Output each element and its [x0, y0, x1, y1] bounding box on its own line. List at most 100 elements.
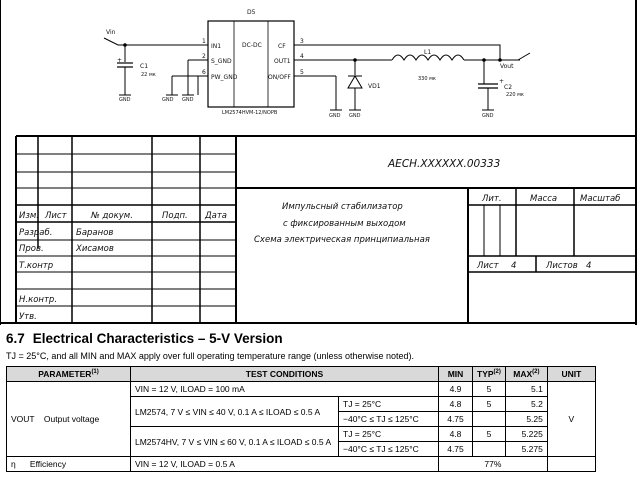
cell-max: 5.2 [504, 396, 548, 412]
table-row: −40°C ≤ TJ ≤ 125°C 4.75 5.275 [7, 441, 596, 457]
l1-label: L1 [424, 49, 431, 56]
hdr-param: PARAMETER(1) [6, 366, 131, 382]
sheet-label: Лист [476, 261, 500, 271]
cell-max: 5.225 [504, 426, 548, 442]
section-title: Electrical Characteristics – 5-V Version [32, 331, 283, 346]
pin-num: 1 [202, 38, 206, 45]
section-number: 6.7 [6, 331, 25, 346]
cell-typ [472, 441, 506, 457]
hdr-doc: № докум. [90, 211, 133, 221]
row-role: Утв. [19, 312, 37, 322]
sheets-value: 4 [586, 261, 591, 271]
pin-name: OUT1 [274, 58, 291, 65]
row-name: Хисамов [75, 244, 114, 254]
cell-cond: VIN = 12 V, ILOAD = 0.5 A [130, 456, 439, 472]
title-line-3: Схема электрическая принципиальная [254, 235, 430, 245]
table-row: VOUT Output voltage VIN = 12 V, ILOAD = … [6, 381, 596, 457]
cell-typ: 77% [438, 456, 548, 472]
title-line-2: с фиксированным выходом [283, 219, 406, 229]
hdr-min: MIN [438, 366, 473, 382]
cell-temp: −40°C ≤ TJ ≤ 125°C [338, 411, 439, 427]
pin-num: 6 [202, 69, 206, 76]
cell-temp: TJ = 25°C [338, 426, 439, 442]
sheets-label: Листов [545, 261, 578, 271]
hdr-typ: TYP(2) [472, 366, 506, 382]
c1-label: C1 [140, 63, 148, 70]
c2-label: C2 [504, 84, 512, 91]
cell-max: 5.1 [504, 381, 548, 397]
c2-value: 220 мк [506, 92, 524, 98]
vin-label: Vin [106, 29, 116, 36]
pin-num: 5 [300, 69, 304, 76]
gnd-label: GND [162, 97, 174, 103]
lit-label: Лит. [481, 194, 502, 204]
hdr-data: Дата [204, 211, 227, 221]
gnd-label: GND [349, 113, 361, 119]
section-heading: 6.7 Electrical Characteristics – 5-V Vers… [6, 331, 291, 346]
sheet-value: 4 [511, 261, 516, 271]
ic-part-number: LM2574HVM-12/NOPB [222, 110, 278, 116]
cell-min: 4.75 [438, 441, 473, 457]
pin-num: 4 [300, 53, 304, 60]
pin-name: CF [278, 43, 286, 50]
title-block [15, 135, 636, 323]
gnd-label: GND [182, 97, 194, 103]
c2-plus: + [499, 78, 504, 85]
cell-min: 4.8 [438, 426, 473, 442]
c1-value: 22 мк [141, 72, 156, 78]
hdr-unit: UNIT [546, 366, 596, 382]
cell-cond: VIN = 12 V, ILOAD = 100 mA [130, 381, 439, 397]
row-role: Н.контр. [19, 295, 57, 305]
left-pins: 1 IN1 2 S_GND 6 PW_GND [175, 38, 238, 81]
cell-max: 5.275 [504, 441, 548, 457]
row-role: Разраб. [19, 228, 52, 238]
gnd-label: GND [119, 97, 131, 103]
row-name: Баранов [76, 228, 113, 238]
c1-plus: + [117, 57, 122, 64]
schematic-drawing: D5 DC-DC LM2574HVM-12/NOPB 1 IN1 2 S_GND… [0, 0, 637, 325]
cell-max: 5.25 [504, 411, 548, 427]
cell-unit [546, 456, 596, 472]
hdr-podp: Подп. [162, 211, 188, 221]
pin-num: 2 [202, 53, 206, 60]
row-role: Т.контр [19, 261, 53, 271]
doc-code: АЕСН.XXXXXX.00333 [387, 158, 500, 170]
cell-cond: LM2574, 7 V ≤ VIN ≤ 40 V, 0.1 A ≤ ILOAD … [130, 396, 339, 427]
cell-min: 4.9 [438, 381, 473, 397]
title-line-1: Импульсный стабилизатор [282, 202, 403, 212]
massa-label: Масса [530, 194, 557, 204]
pin-num: 3 [300, 38, 304, 45]
table-header-row: PARAMETER(1) TEST CONDITIONS MIN TYP(2) … [6, 366, 596, 382]
pin-name: S_GND [211, 58, 232, 65]
ic-refdes: D5 [247, 9, 256, 16]
conditions-note: TJ = 25°C, and all MIN and MAX apply ove… [6, 351, 415, 361]
hdr-max: MAX(2) [504, 366, 548, 382]
right-pins: 3 CF 4 OUT1 5 ON/OFF [268, 38, 330, 81]
cell-temp: TJ = 25°C [338, 396, 439, 412]
vout-unit: V [546, 381, 596, 457]
cell-typ: 5 [472, 396, 506, 412]
cell-temp: −40°C ≤ TJ ≤ 125°C [338, 441, 439, 457]
table-row: η Efficiency VIN = 12 V, ILOAD = 0.5 A 7… [6, 456, 596, 472]
vd1-label: VD1 [368, 83, 381, 90]
hdr-izm: Изм. [19, 211, 39, 221]
pin-name: PW_GND [211, 74, 238, 81]
l1-value: 330 мк [418, 76, 436, 82]
hdr-conditions: TEST CONDITIONS [130, 366, 439, 382]
cell-typ [472, 411, 506, 427]
pin-name: IN1 [211, 43, 221, 50]
table-row: LM2574, 7 V ≤ VIN ≤ 40 V, 0.1 A ≤ ILOAD … [7, 396, 596, 427]
vout-param: VOUT Output voltage [6, 381, 131, 457]
cell-typ: 5 [472, 426, 506, 442]
eff-param: η Efficiency [6, 456, 131, 472]
row-role: Пров. [19, 244, 44, 254]
ic-center-label: DC-DC [242, 42, 262, 49]
gnd-label: GND [329, 113, 341, 119]
cell-min: 4.8 [438, 396, 473, 412]
cell-typ: 5 [472, 381, 506, 397]
vout-label: Vout [500, 63, 514, 70]
pin-name: ON/OFF [268, 74, 291, 81]
cell-min: 4.75 [438, 411, 473, 427]
masshtab-label: Масштаб [580, 194, 620, 204]
cell-cond: LM2574HV, 7 V ≤ VIN ≤ 60 V, 0.1 A ≤ ILOA… [130, 426, 339, 457]
